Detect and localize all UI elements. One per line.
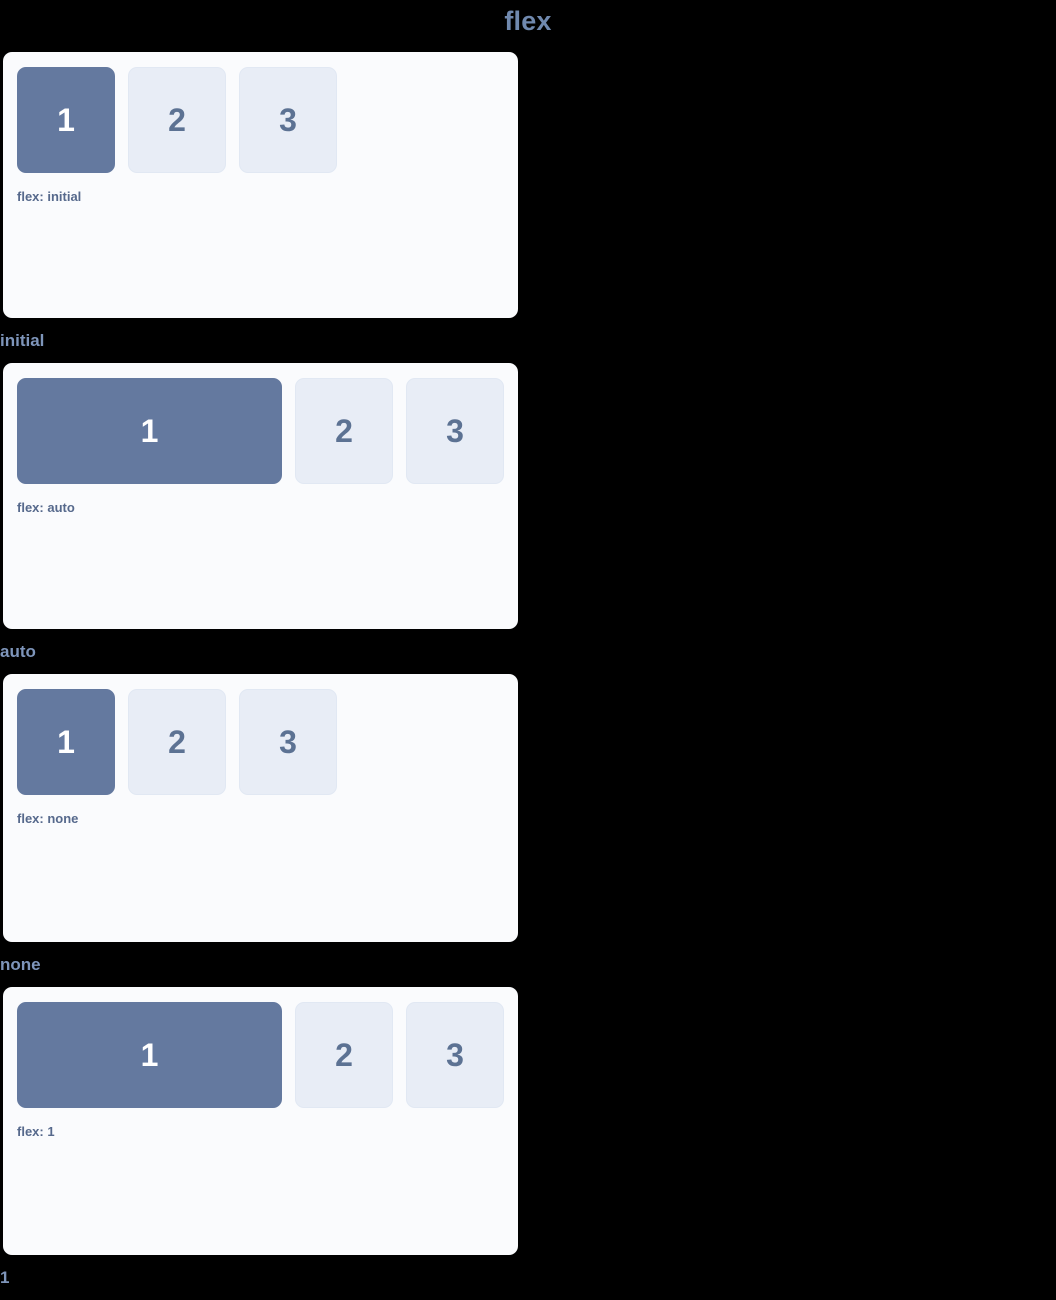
flex-item-2[interactable]: 2 [128, 67, 226, 173]
flex-item-3[interactable]: 3 [239, 67, 337, 173]
flex-item-3[interactable]: 3 [406, 378, 504, 484]
flex-item-2[interactable]: 2 [128, 689, 226, 795]
flex-item-3[interactable]: 3 [239, 689, 337, 795]
flex-note: flex: initial [17, 189, 82, 204]
flex-note: flex: 1 [17, 1124, 55, 1139]
flex-item-1[interactable]: 1 [17, 378, 282, 484]
flex-item-1[interactable]: 1 [17, 689, 115, 795]
flex-container: 1 2 3 [17, 378, 504, 484]
demo-card: 1 2 3 flex: initial [3, 52, 518, 318]
flex-item-3[interactable]: 3 [406, 1002, 504, 1108]
demo-card: 1 2 3 flex: 1 [3, 987, 518, 1255]
demo-block-auto: 1 2 3 flex: auto auto [0, 363, 518, 674]
demo-grid: 1 2 3 flex: initial initial 1 2 3 flex: … [0, 52, 1056, 1300]
page-title: flex [504, 6, 552, 36]
flex-note: flex: auto [17, 500, 75, 515]
demo-caption: 1 [0, 1268, 10, 1287]
flex-item-2[interactable]: 2 [295, 378, 393, 484]
demo-card: 1 2 3 flex: auto [3, 363, 518, 629]
demo-card: 1 2 3 flex: none [3, 674, 518, 942]
flex-note: flex: none [17, 811, 79, 826]
flex-item-1[interactable]: 1 [17, 1002, 282, 1108]
demo-block-none: 1 2 3 flex: none none [0, 674, 518, 987]
demo-block-one: 1 2 3 flex: 1 1 [0, 987, 518, 1300]
demo-caption: initial [0, 331, 45, 350]
demo-block-initial: 1 2 3 flex: initial initial [0, 52, 518, 363]
flex-container: 1 2 3 [17, 1002, 504, 1108]
demo-caption: auto [0, 642, 36, 661]
demo-caption: none [0, 955, 41, 974]
flex-item-1[interactable]: 1 [17, 67, 115, 173]
flex-container: 1 2 3 [17, 689, 504, 795]
flex-item-2[interactable]: 2 [295, 1002, 393, 1108]
flex-container: 1 2 3 [17, 67, 504, 173]
